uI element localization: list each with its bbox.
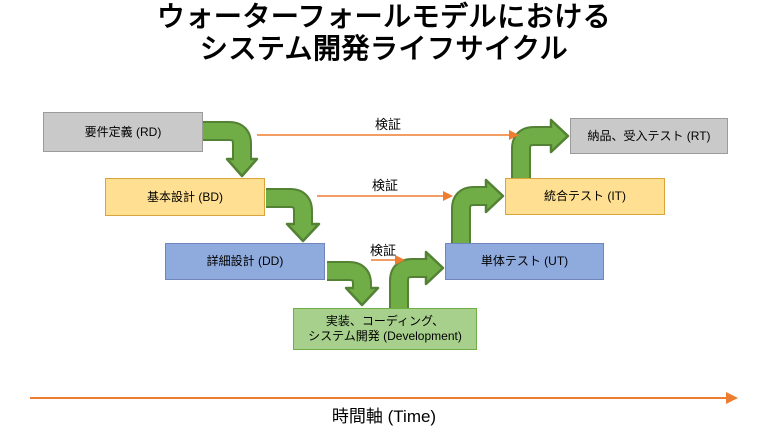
flow-arrow-bd-to-dd [266, 188, 321, 243]
flow-arrow-ut-to-it [451, 178, 505, 243]
phase-label-basic-design: 基本設計 (BD) [147, 189, 223, 204]
phase-box-basic-design: 基本設計 (BD) [105, 178, 265, 216]
time-axis-arrow [30, 392, 738, 404]
phase-label-integration-test: 統合テスト (IT) [544, 189, 626, 203]
phase-box-detailed-design: 詳細設計 (DD) [165, 243, 325, 280]
phase-box-requirements: 要件定義 (RD) [43, 112, 203, 152]
phase-label-detailed-design: 詳細設計 (DD) [206, 254, 284, 268]
verification-arrow-rd-rt [257, 130, 519, 140]
flow-arrow-dev-to-ut [389, 250, 445, 308]
flow-arrow-it-to-rt [511, 118, 570, 178]
phase-label-development-line2: システム開発 (Development) [308, 329, 462, 343]
phase-label-requirements: 要件定義 (RD) [84, 124, 162, 139]
verification-label-bd-it: 検証 [371, 178, 399, 193]
phase-label-unit-test: 単体テスト (UT) [480, 254, 569, 268]
verification-arrow-bd-it [317, 191, 453, 201]
verification-label-rd-rt: 検証 [374, 117, 402, 132]
phase-label-development-line1: 実装、コーディング、 [325, 314, 445, 328]
flow-arrow-dd-to-dev [327, 261, 380, 307]
phase-box-development: 実装、コーディング、 システム開発 (Development) [293, 308, 477, 350]
phase-box-acceptance-test: 納品、受入テスト (RT) [570, 118, 728, 154]
phase-label-acceptance-test: 納品、受入テスト (RT) [587, 128, 711, 143]
time-axis-label: 時間軸 (Time) [331, 407, 437, 426]
flow-arrow-rd-to-bd [203, 121, 259, 178]
phase-box-integration-test: 統合テスト (IT) [505, 178, 665, 215]
phase-label-development: 実装、コーディング、 システム開発 (Development) [308, 314, 462, 344]
phase-box-unit-test: 単体テスト (UT) [445, 243, 604, 280]
verification-arrow-dd-ut [371, 255, 405, 265]
diagram-title-line1: ウォーターフォールモデルにおける [156, 1, 612, 32]
diagram-title-line2: システム開発ライフサイクル [199, 33, 569, 64]
diagram-title: ウォーターフォールモデルにおける システム開発ライフサイクル [0, 1, 768, 65]
verification-label-dd-ut: 検証 [369, 243, 397, 258]
